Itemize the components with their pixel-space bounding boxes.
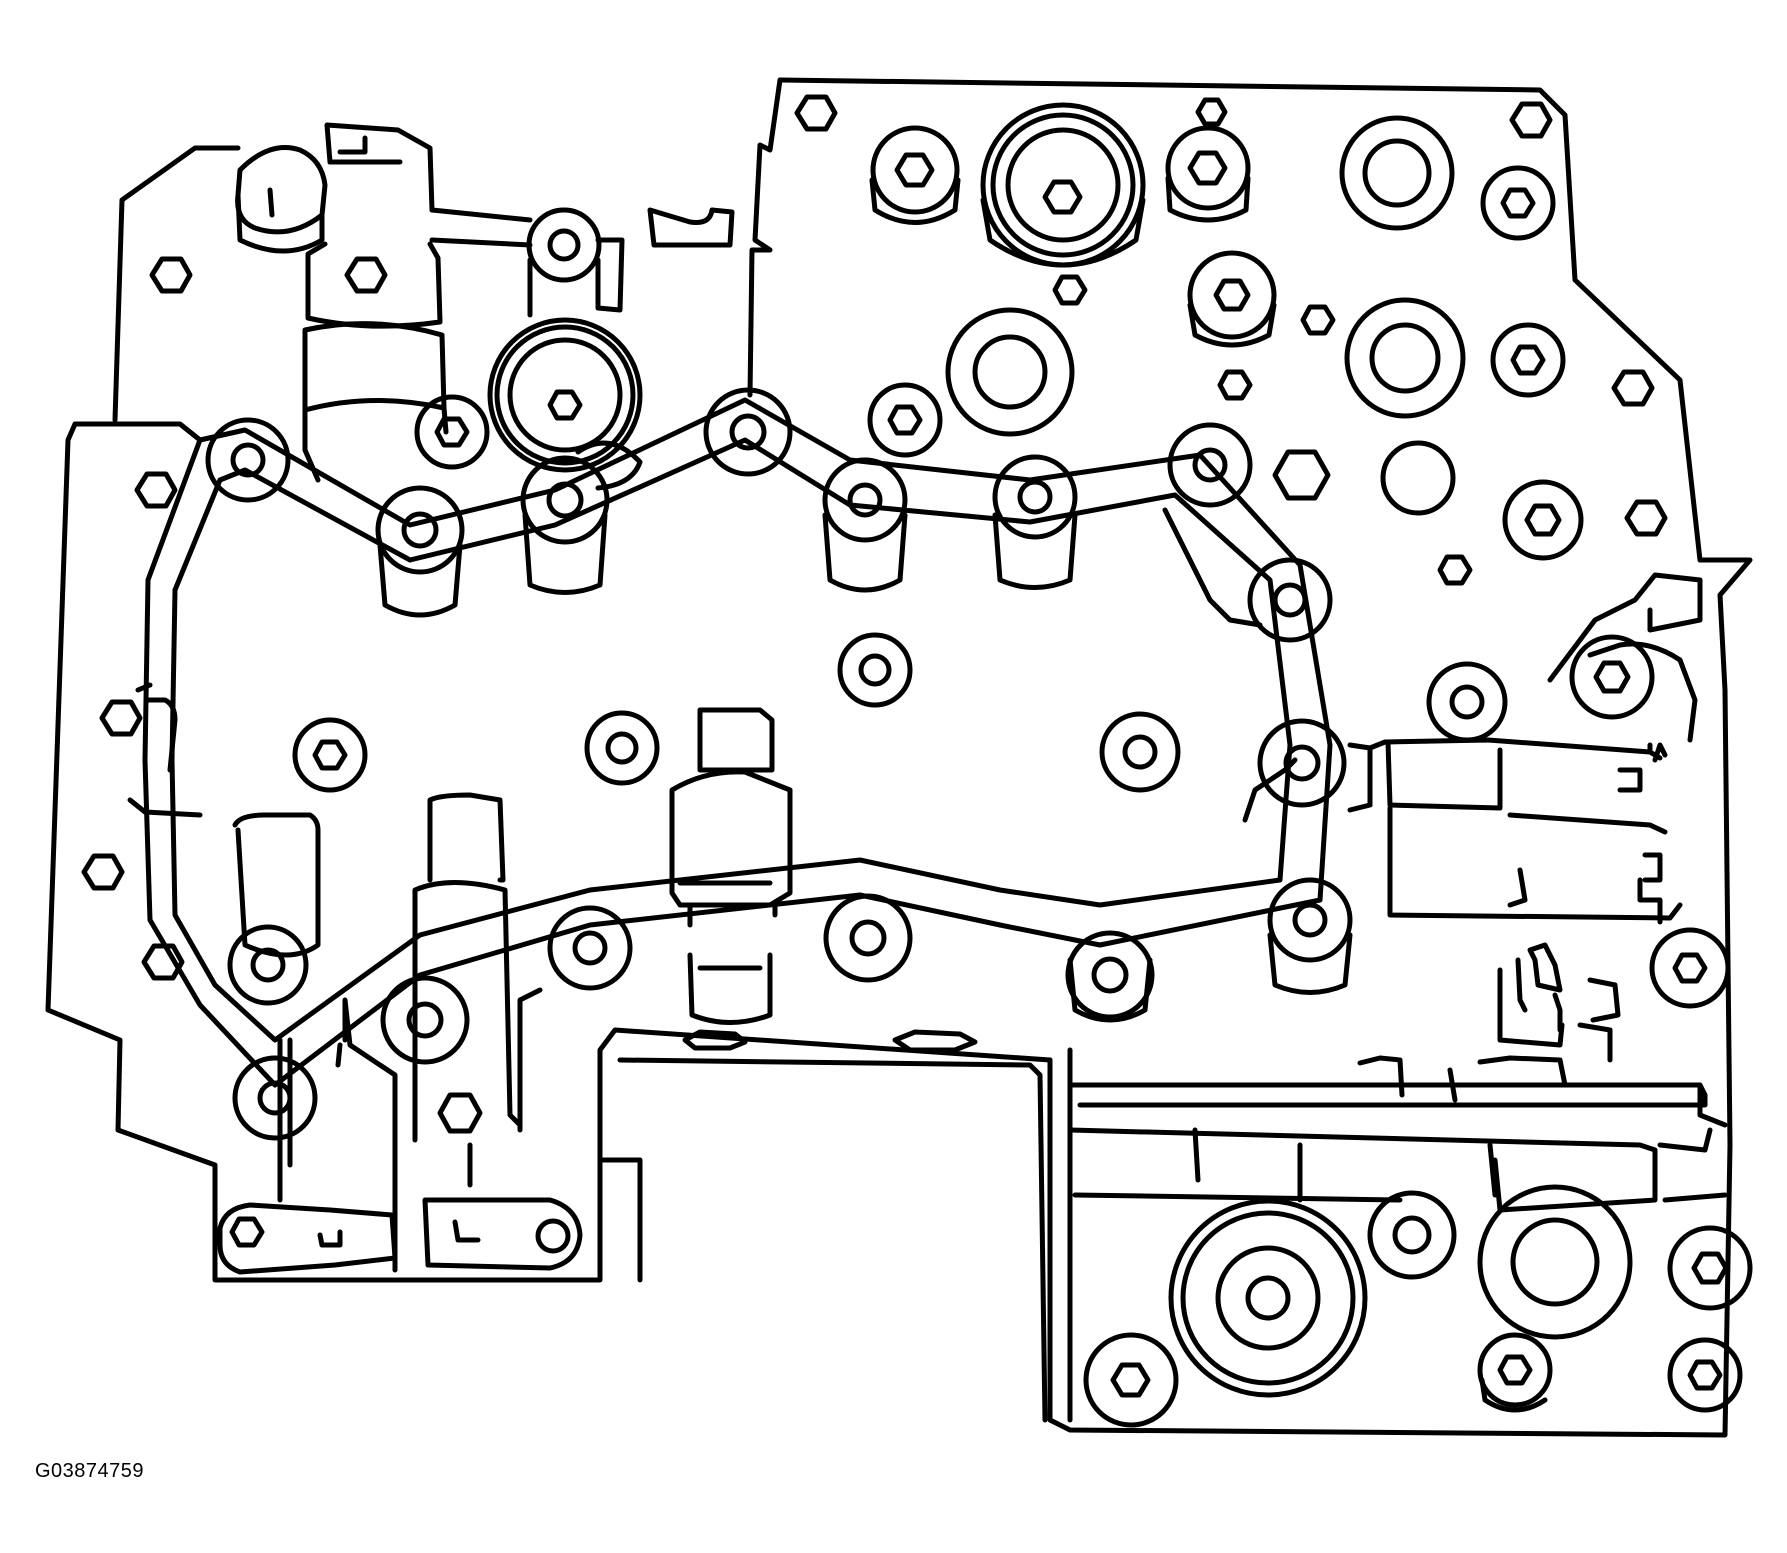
bolt-cluster-upper-left — [414, 207, 735, 491]
boss-5 — [822, 457, 908, 543]
hex-boss-plain-1 — [1272, 449, 1331, 501]
hex-bolt-9 — [1624, 499, 1668, 537]
boss-13 — [547, 905, 633, 991]
figure-id-label: G03874759 — [35, 1460, 145, 1482]
boss-1 — [205, 417, 291, 503]
upper-boss-a — [869, 125, 961, 225]
hex-bolt-10 — [1437, 554, 1473, 586]
lower-boss-b — [1477, 1184, 1633, 1340]
solenoid-center — [669, 707, 793, 1025]
hex-bolt-4 — [1509, 101, 1553, 139]
gasket-boss-group — [205, 387, 1353, 1141]
boss-6 — [992, 454, 1078, 540]
hex-bolt-group — [81, 94, 1668, 981]
hex-bolt-7 — [1217, 369, 1253, 401]
upper-boss-e — [1480, 165, 1556, 241]
upper-boss-group — [867, 102, 1584, 561]
boss-11 — [1065, 930, 1155, 1020]
hex-bolt-3 — [794, 94, 838, 132]
solenoid-center-left — [232, 812, 398, 1273]
center-boss-5 — [1426, 661, 1508, 743]
upper-boss-d — [1339, 115, 1455, 231]
upper-boss-h — [1344, 297, 1466, 419]
valve-bore-center-1 — [412, 792, 543, 1143]
boss-2 — [375, 485, 465, 575]
lower-boss-c — [1667, 1225, 1753, 1311]
center-boss-1 — [837, 632, 913, 708]
lower-right-casting-outline — [1047, 1047, 1733, 1438]
hex-bolt-15 — [1195, 97, 1228, 127]
center-boss-4 — [1099, 711, 1181, 793]
boss-15 — [232, 1055, 318, 1141]
boss-7 — [1167, 422, 1253, 508]
spool-right-upper — [1347, 737, 1683, 925]
center-boss-7 — [1649, 927, 1731, 1009]
upper-boss-c — [1165, 125, 1251, 223]
edge-details — [127, 682, 1298, 1188]
lower-boss-a — [1367, 1190, 1457, 1280]
boss-8 — [1247, 557, 1333, 643]
center-boss-6 — [1569, 634, 1655, 720]
left-casting-outline — [45, 145, 603, 1283]
lower-right-boss-group — [1083, 1184, 1753, 1428]
boss-16 — [227, 924, 309, 1006]
center-boss-2 — [292, 717, 368, 793]
hex-bolt-12 — [99, 699, 143, 737]
hex-bolt-11 — [134, 471, 178, 509]
upper-boss-j — [867, 382, 943, 458]
upper-boss-k — [1502, 479, 1584, 561]
upper-boss-i — [1490, 322, 1566, 398]
lower-boss-f — [1667, 1337, 1743, 1413]
boss-10 — [1267, 877, 1353, 963]
plain-boss-1 — [1380, 440, 1456, 516]
large-accumulator-boss — [1168, 1198, 1368, 1398]
center-boss-group — [292, 632, 1731, 1134]
center-boss-3 — [584, 710, 660, 786]
hex-boss-plain-2 — [437, 1092, 483, 1134]
boss-14 — [380, 975, 470, 1065]
hex-bolt-14 — [141, 943, 185, 981]
solenoid-upper-left — [235, 122, 449, 483]
boss-skirts — [377, 512, 1353, 1023]
lower-boss-d — [1083, 1332, 1179, 1428]
hex-bolt-1 — [149, 256, 193, 294]
upper-boss-b — [980, 102, 1146, 268]
hex-bolt-6 — [1300, 304, 1336, 336]
hex-bolt-2 — [344, 256, 388, 294]
hex-bolt-13 — [81, 853, 125, 891]
boss-3 — [520, 455, 610, 545]
boss-12 — [823, 893, 913, 983]
retainer-bracket-upper-right — [1507, 572, 1703, 908]
gasket-channel-loop — [142, 397, 1333, 1088]
hex-bolt-8 — [1611, 369, 1655, 407]
boss-4 — [703, 387, 793, 477]
upper-right-casting-outline — [747, 77, 1753, 1148]
upper-boss-f — [1187, 250, 1277, 348]
retainer-bracket-lower-left — [217, 1037, 583, 1275]
boss-9 — [1257, 718, 1347, 808]
valve-pin-lower-right — [1497, 942, 1621, 1063]
upper-boss-g — [945, 307, 1075, 437]
hex-bolt-5 — [1052, 274, 1088, 306]
lower-boss-e — [1477, 1332, 1553, 1413]
spool-right-lower — [1067, 1055, 1728, 1213]
lower-notch-opening — [597, 1027, 1053, 1423]
